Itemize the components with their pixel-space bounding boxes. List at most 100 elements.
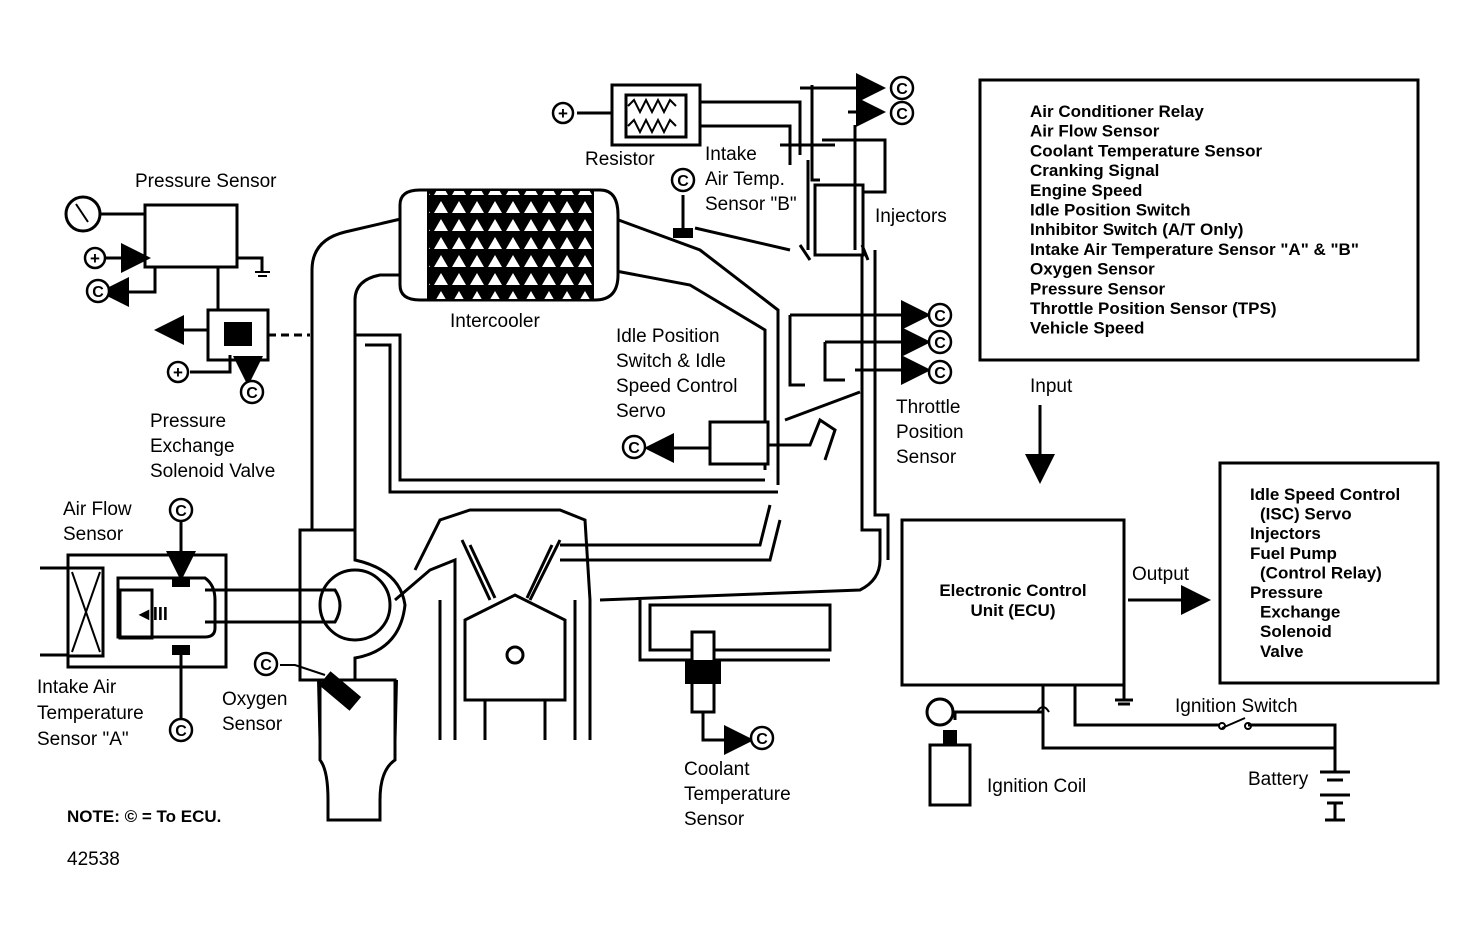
oxygen-sensor-label-line: Sensor — [222, 714, 283, 735]
air-flow-sensor-body: ◄III — [40, 520, 342, 718]
to-ecu-icon: C — [85, 278, 111, 304]
output-list-item: Valve — [1260, 642, 1304, 661]
coolant-temp-sensor-label-line: Sensor — [684, 809, 745, 830]
to-ecu-icon: C — [889, 75, 915, 101]
pressure-exchange-valve-label-line: Pressure — [150, 411, 226, 432]
to-ecu-icon: C — [253, 651, 279, 677]
input-list-item: Pressure Sensor — [1030, 279, 1166, 298]
power-supply-icon: + — [551, 101, 575, 125]
ecu-label-line: Unit (ECU) — [971, 601, 1056, 620]
svg-text:C: C — [175, 503, 187, 520]
ignition-coil-label: Ignition Coil — [987, 776, 1086, 797]
to-ecu-icon: C — [239, 379, 265, 405]
intake-air-temp-b-label-line: Intake — [705, 144, 757, 165]
throttle-position-sensor-label-line: Sensor — [896, 447, 957, 468]
input-list-item: Cranking Signal — [1030, 161, 1159, 180]
to-ecu-icon: C — [927, 329, 953, 355]
svg-text:C: C — [934, 335, 946, 352]
battery-label: Battery — [1248, 769, 1309, 790]
power-symbols: + + + — [83, 101, 575, 384]
pressure-sensor-label: Pressure Sensor — [135, 171, 277, 192]
injectors — [780, 73, 887, 261]
output-list-item: Exchange — [1260, 603, 1340, 622]
input-list-item: Idle Position Switch — [1030, 201, 1191, 220]
svg-text:C: C — [896, 81, 908, 98]
oxygen-sensor-body — [318, 671, 362, 711]
input-list-item: Intake Air Temperature Sensor "A" & "B" — [1030, 240, 1359, 259]
input-list-item: Coolant Temperature Sensor — [1030, 141, 1262, 160]
input-list-item: Throttle Position Sensor (TPS) — [1030, 299, 1277, 318]
injectors-label: Injectors — [875, 206, 947, 227]
outputs-box — [1218, 461, 1440, 685]
power-supply-icon: + — [166, 360, 190, 384]
intake-air-temp-b-label-line: Air Temp. — [705, 169, 785, 190]
svg-text:C: C — [246, 385, 258, 402]
input-label: Input — [1030, 376, 1073, 397]
intake-air-temp-a-label-line: Intake Air — [37, 677, 117, 698]
battery-symbol — [1320, 765, 1350, 822]
svg-text:C: C — [628, 440, 640, 457]
output-list-item: Fuel Pump — [1250, 544, 1337, 563]
intake-air-temp-b-label-line: Sensor "B" — [705, 194, 797, 215]
intercooler — [398, 188, 620, 302]
air-flow-sensor-label-line: Sensor — [63, 524, 124, 545]
svg-text:C: C — [934, 365, 946, 382]
svg-text:C: C — [896, 106, 908, 123]
output-list-item: Idle Speed Control — [1250, 485, 1400, 504]
throttle-position-sensor-label-line: Position — [896, 422, 964, 443]
intake-air-temp-a-label-line: Temperature — [37, 703, 144, 724]
to-ecu-icon: C — [670, 167, 696, 193]
to-ecu-icon: C — [749, 725, 775, 751]
idle-position-switch-label-line: Idle Position — [616, 326, 720, 347]
intake-air-temp-sensor-b — [673, 195, 791, 252]
idle-position-switch-label-line: Switch & Idle — [616, 351, 726, 372]
to-ecu-icon: C — [927, 302, 953, 328]
svg-text:+: + — [558, 104, 568, 123]
svg-text:C: C — [175, 723, 187, 740]
air-flow-sensor-label-line: Air Flow — [63, 499, 132, 520]
svg-text:C: C — [756, 731, 768, 748]
intercooler-core — [427, 189, 594, 301]
ecu-label-line: Electronic Control — [939, 581, 1086, 600]
inputs-box — [978, 78, 1420, 362]
resistor — [577, 83, 802, 165]
to-ecu-icon: C — [621, 434, 647, 460]
svg-text:C: C — [934, 308, 946, 325]
coolant-temperature-sensor — [685, 630, 754, 755]
intake-ducting — [310, 213, 890, 662]
oxygen-sensor-label-line: Oxygen — [222, 689, 287, 710]
figure-number: 42538 — [67, 849, 120, 870]
ignition-coil — [928, 730, 972, 807]
pressure-exchange-valve-label-line: Exchange — [150, 436, 235, 457]
input-list-item: Vehicle Speed — [1030, 319, 1144, 338]
idle-position-switch-label-line: Servo — [616, 401, 666, 422]
note-label: NOTE: © = To ECU. — [67, 807, 221, 826]
svg-text:C: C — [677, 173, 689, 190]
svg-text:C: C — [92, 284, 104, 301]
output-list-item: (Control Relay) — [1260, 563, 1382, 582]
flow-arrow-glyph: ◄III — [135, 604, 168, 624]
engine-cylinder — [394, 508, 592, 740]
intake-air-temp-a-label-line: Sensor "A" — [37, 729, 129, 750]
input-list-item: Inhibitor Switch (A/T Only) — [1030, 220, 1243, 239]
coolant-temp-sensor-label-line: Temperature — [684, 784, 791, 805]
to-ecu-icon: C — [168, 497, 194, 523]
to-ecu-icon: C — [168, 717, 194, 743]
exhaust-pipe — [280, 664, 398, 822]
output-list-item: Solenoid — [1260, 622, 1332, 641]
throttle-body — [644, 300, 931, 466]
input-list-item: Air Flow Sensor — [1030, 122, 1160, 141]
pressure-exchange-valve-label-line: Solenoid Valve — [150, 461, 275, 482]
svg-text:+: + — [173, 363, 183, 382]
coolant-temp-sensor-label-line: Coolant — [684, 759, 750, 780]
pressure-exchange-solenoid-valve — [154, 308, 310, 386]
output-list-item: Pressure — [1250, 583, 1323, 602]
ecu-box — [900, 518, 1126, 687]
to-ecu-icon: C — [927, 359, 953, 385]
power-supply-icon: + — [83, 246, 107, 270]
